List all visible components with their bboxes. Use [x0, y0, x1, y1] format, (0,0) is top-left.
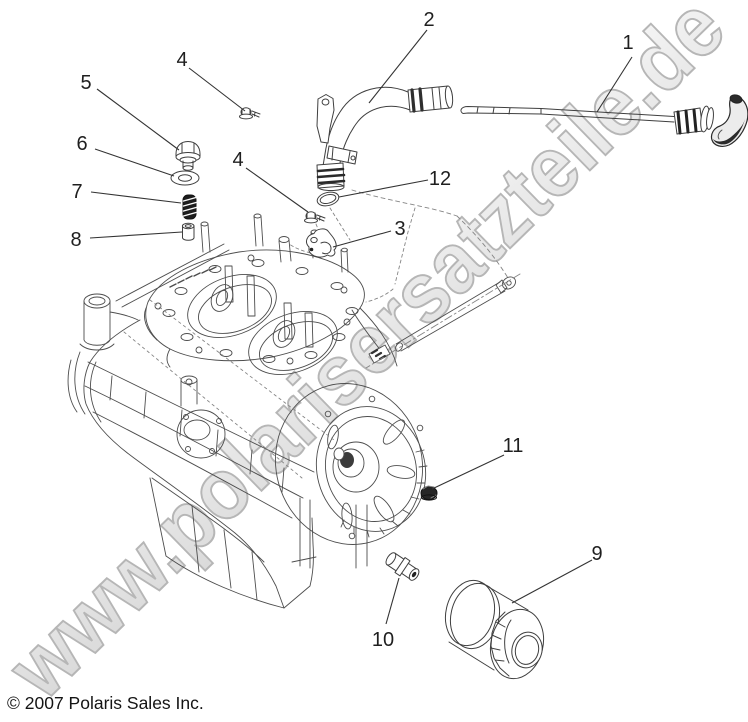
callout-6-label: 6 [76, 133, 87, 155]
callout-9-label: 9 [591, 543, 602, 565]
part-4-flange-bolt-a [239, 107, 261, 120]
copyright-text: © 2007 Polaris Sales Inc. [7, 693, 204, 713]
callout-4a-label: 4 [176, 49, 187, 71]
callout-7-label: 7 [71, 181, 82, 203]
part-3-clamp-bracket [306, 228, 337, 258]
callout-2-label: 2 [423, 9, 434, 31]
part-10-fitting [385, 552, 420, 581]
callout-11-label: 11 [503, 435, 524, 457]
engine-crankcase-drawing [67, 189, 521, 609]
callout-12-label: 12 [429, 168, 451, 190]
callout-4b-label: 4 [232, 149, 243, 171]
callout-3-label: 3 [394, 218, 405, 240]
callout-10-label: 10 [372, 629, 394, 651]
part-6-sealing-washer [170, 170, 200, 186]
part-7-spring [182, 194, 197, 220]
callout-5-label: 5 [80, 72, 91, 94]
callout-8-label: 8 [70, 229, 81, 251]
callout-leader-lines [89, 29, 633, 625]
part-4-flange-bolt-b [304, 211, 326, 224]
part-1-dipstick [460, 94, 748, 147]
part-9-oil-filter [444, 579, 545, 680]
part-12-o-ring [316, 191, 340, 207]
part-5-drain-plug [175, 141, 201, 171]
part-8-pin [181, 222, 195, 241]
part-11-nut [420, 485, 438, 501]
callout-1-label: 1 [622, 32, 633, 54]
part-2-oil-fill-tube [316, 85, 454, 191]
